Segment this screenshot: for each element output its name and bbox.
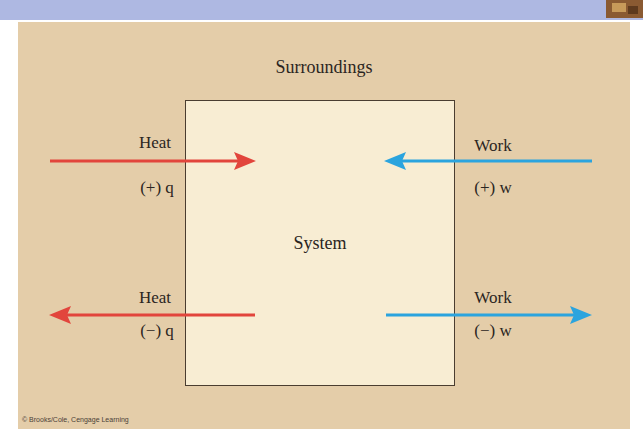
corner-image — [0, 0, 643, 22]
flow-label: Work — [474, 288, 511, 308]
flow-label: Heat — [139, 133, 171, 153]
flow-label: Work — [474, 136, 511, 156]
flow-label: (+) q — [140, 178, 174, 198]
system-box: System — [185, 100, 455, 386]
flow-label: Heat — [139, 288, 171, 308]
region-title: Surroundings — [275, 57, 372, 78]
box-label: System — [293, 233, 346, 254]
flow-label: (+) w — [474, 178, 511, 198]
flow-label: (−) q — [140, 321, 174, 341]
flow-label: (−) w — [474, 321, 511, 341]
credit-line: © Brooks/Cole, Cengage Learning — [22, 416, 129, 423]
surroundings-region: SurroundingsSystem — [18, 22, 630, 429]
title-strip — [0, 0, 643, 20]
